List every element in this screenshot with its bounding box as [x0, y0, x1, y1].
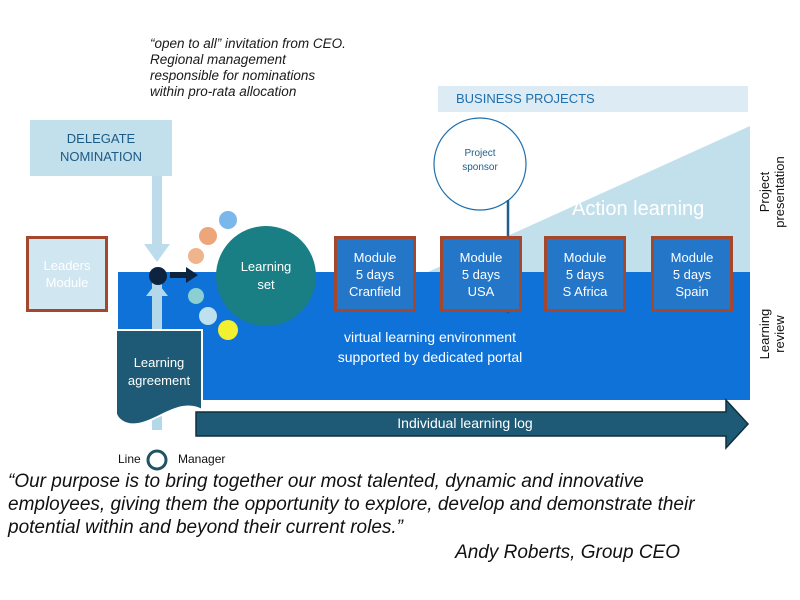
nomination-arrow-shaft [152, 176, 162, 244]
line-manager-node [146, 449, 168, 471]
delegate-label-line2: NOMINATION [59, 149, 143, 164]
learning-set-line1: Learning [240, 259, 292, 274]
action-learning-label: Action learning [572, 198, 705, 220]
module-s-africa-line2: 5 days [565, 266, 605, 282]
vle-label: virtual learning environment supported b… [300, 327, 560, 367]
learning-agreement-line2: agreement [127, 373, 191, 388]
learning-review-label: Learning review [757, 299, 789, 369]
nomination-node [149, 267, 167, 285]
learning-set-circle [216, 226, 316, 326]
module-cranfield: Module 5 days Cranfield [334, 236, 416, 312]
dot-sky [199, 307, 217, 325]
dot-teal-light [188, 288, 204, 304]
leaders-module-line1: Leaders [43, 258, 91, 273]
learning-agreement-line1: Learning [133, 355, 185, 370]
module-s-africa: Module 5 days S Africa [544, 236, 626, 312]
manager-label: Manager [178, 452, 226, 466]
learning-log-arrow [195, 398, 750, 450]
project-presentation-line2: presentation [772, 156, 787, 228]
learning-set-line2: set [257, 277, 275, 292]
dot-light-blue [219, 211, 237, 229]
project-sponsor-label: Project sponsor [440, 147, 520, 175]
module-cranfield-line2: 5 days [355, 266, 395, 282]
learning-review-line1: Learning [757, 308, 772, 360]
project-sponsor-line1: Project [464, 148, 496, 159]
business-projects-label: BUSINESS PROJECTS [456, 91, 595, 106]
project-presentation-label: Project presentation [757, 149, 789, 235]
module-usa: Module 5 days USA [440, 236, 522, 312]
learning-log-label: Individual learning log [397, 415, 533, 431]
learning-agreement-shape [115, 329, 203, 426]
module-usa-line3: USA [467, 283, 495, 299]
learning-set-label: Learning set [216, 258, 316, 294]
module-s-africa-line3: S Africa [562, 283, 608, 299]
leaders-module-line2: Module [45, 275, 89, 290]
dot-orange [199, 227, 217, 245]
module-cranfield-line3: Cranfield [348, 283, 402, 299]
node-arrow-shaft [170, 272, 188, 278]
learning-review-line2: review [772, 315, 787, 353]
line-label: Line [118, 452, 141, 466]
dot-orange-light [188, 248, 204, 264]
delegate-nomination-label: DELEGATE NOMINATION [30, 130, 172, 166]
leaders-module-box: Leaders Module [26, 236, 108, 312]
project-sponsor-line2: sponsor [462, 162, 498, 173]
node-arrow-head [186, 267, 198, 283]
quote-author: Andy Roberts, Group CEO [455, 542, 680, 563]
module-spain-line2: 5 days [672, 266, 712, 282]
dot-yellow [218, 320, 238, 340]
project-presentation-line1: Project [757, 171, 772, 213]
delegate-label-line1: DELEGATE [66, 131, 136, 146]
delegate-nomination-box [30, 120, 172, 176]
nomination-note: “open to all” invitation from CEO. Regio… [150, 36, 346, 99]
module-usa-line1: Module [459, 249, 503, 265]
module-s-africa-line1: Module [563, 249, 607, 265]
module-usa-line2: 5 days [461, 266, 501, 282]
module-spain: Module 5 days Spain [651, 236, 733, 312]
project-sponsor-circle [433, 117, 527, 211]
nomination-arrow-head [144, 244, 170, 262]
module-spain-line1: Module [670, 249, 714, 265]
connector-head-up [146, 282, 168, 296]
business-projects-banner [438, 86, 748, 112]
module-cranfield-line1: Module [353, 249, 397, 265]
ceo-quote: “Our purpose is to bring together our mo… [8, 471, 695, 538]
vle-line1: virtual learning environment [344, 329, 516, 345]
vle-line2: supported by dedicated portal [337, 349, 523, 365]
module-spain-line3: Spain [675, 283, 709, 299]
learning-agreement-label: Learning agreement [116, 354, 202, 390]
